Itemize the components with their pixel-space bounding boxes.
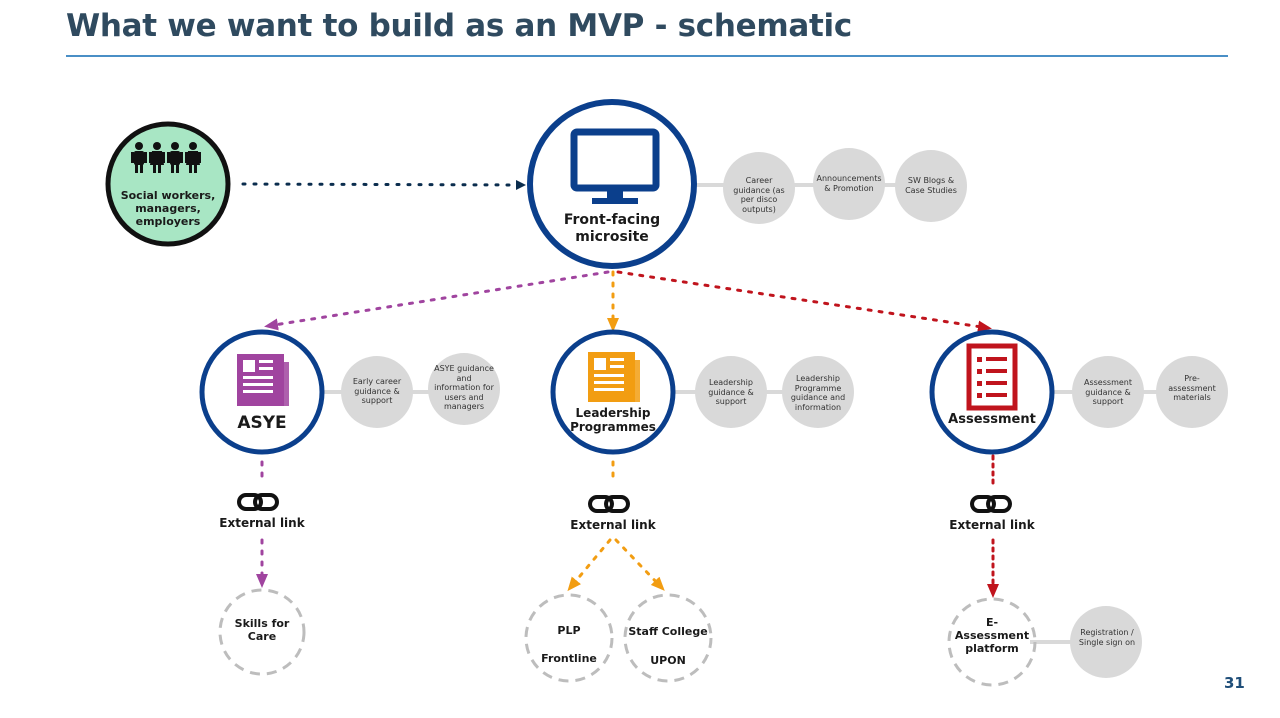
feature-asye-guidance (428, 353, 500, 425)
feature-announcements-text: Announcements & Promotion (816, 174, 882, 193)
registration-text: Registration / Single sign on (1078, 628, 1136, 647)
users-to-microsite-arrow (241, 179, 526, 190)
feature-leadership-guidance-text: Leadership guidance & support (708, 378, 754, 407)
feature-pre-assessment-text: Pre-assessment materials (1168, 374, 1216, 403)
e-assessment-label[interactable]: E-Assessment platform (954, 616, 1030, 656)
leadership-to-staff-arrow (614, 538, 665, 591)
e-assessment-circle (947, 597, 1037, 687)
leadership-label: Leadership Programmes (570, 406, 656, 435)
people-icon (131, 142, 201, 173)
assessment-label: Assessment (948, 412, 1036, 427)
feature-assessment-guidance (1072, 356, 1144, 428)
feature-registration (1070, 606, 1142, 678)
users-label: Social workers, managers, employers (120, 189, 216, 229)
page-number: 31 (1224, 674, 1245, 692)
asye-external-link[interactable]: External link (219, 516, 305, 530)
skills-for-care-circle (218, 588, 306, 676)
feature-career-guidance (723, 152, 795, 224)
leadership-document-icon (588, 352, 640, 402)
plp-label[interactable]: PLP (557, 624, 581, 637)
title-divider (66, 55, 1228, 57)
leadership-external-link[interactable]: External link (570, 518, 656, 532)
feature-announcements (813, 148, 885, 220)
microsite-to-assessment-arrow (616, 270, 992, 333)
assessment-circle (929, 329, 1055, 455)
feature-pre-assessment (1156, 356, 1228, 428)
checklist-icon (966, 343, 1018, 411)
feature-circles (341, 148, 1228, 678)
feature-asye-guidance-text: ASYE guidance and information for users … (434, 364, 494, 412)
feature-sw-blogs (895, 150, 967, 222)
feature-leadership-info-text: Leadership Programme guidance and inform… (790, 374, 846, 412)
assessment-external-link[interactable]: External link (949, 518, 1035, 532)
feature-sw-blogs-text: SW Blogs & Case Studies (905, 176, 957, 195)
assessment-link-icon (970, 495, 1012, 513)
feature-leadership-guidance (695, 356, 767, 428)
page-title: What we want to build as an MVP - schema… (66, 8, 852, 44)
feature-early-career-text: Early career guidance & support (352, 377, 402, 406)
microsite-to-asye-arrow (264, 270, 610, 331)
feature-leadership-info (782, 356, 854, 428)
upon-label[interactable]: UPON (650, 654, 686, 667)
asye-document-icon (237, 354, 289, 406)
microsite-label: Front-facing microsite (563, 212, 661, 245)
asye-link-icon (237, 493, 279, 511)
plp-frontline-circle (524, 593, 614, 683)
feature-early-career (341, 356, 413, 428)
feature-assessment-guidance-text: Assessment guidance & support (1084, 378, 1132, 407)
frontline-label[interactable]: Frontline (541, 652, 597, 665)
asye-label: ASYE (237, 413, 287, 433)
leadership-to-plp-arrow (567, 538, 612, 592)
leadership-link-icon (588, 495, 630, 513)
monitor-icon (570, 128, 660, 204)
staff-college-label[interactable]: Staff College (628, 625, 708, 638)
staff-college-upon-circle (623, 593, 713, 683)
feature-career-guidance-text: Career guidance (as per disco outputs) (733, 176, 785, 214)
skills-for-care-label[interactable]: Skills for Care (234, 617, 290, 644)
